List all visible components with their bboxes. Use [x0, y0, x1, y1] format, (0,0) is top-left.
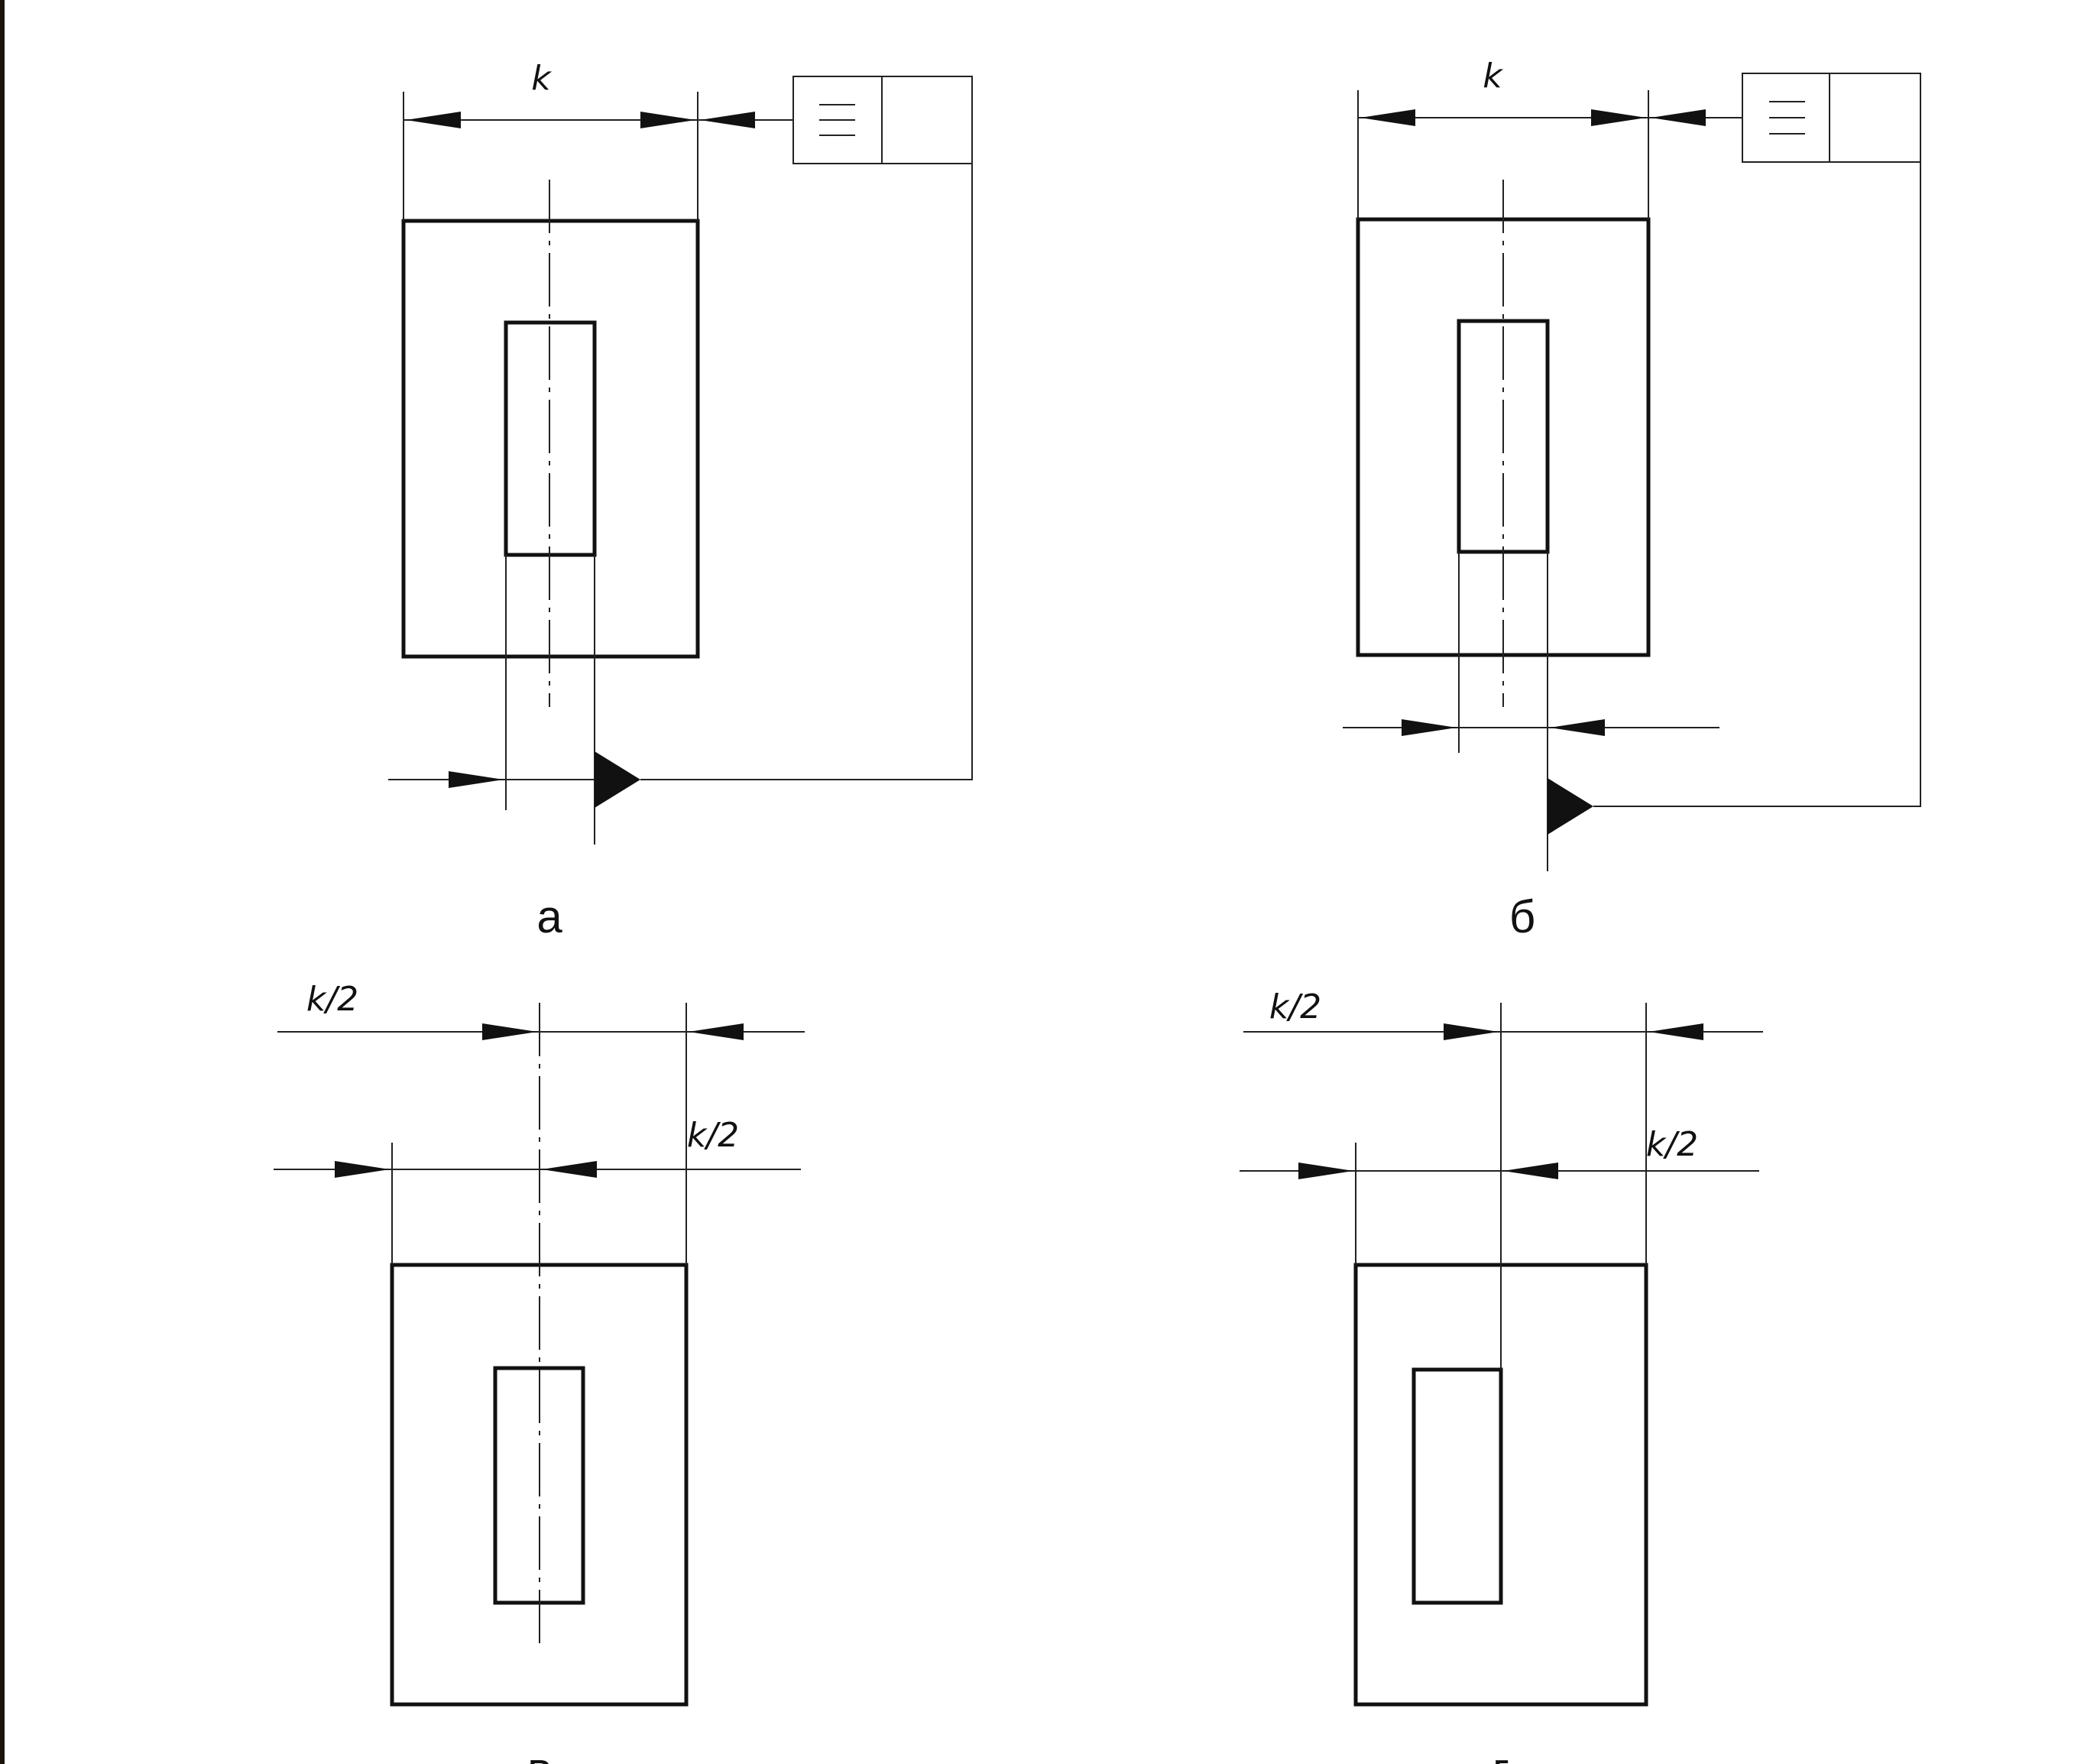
arrow-head	[542, 1161, 597, 1178]
caption-v: в	[527, 1743, 552, 1764]
panel-b: k б	[1343, 57, 1921, 942]
caption-g: г	[1493, 1743, 1509, 1764]
arrow-head	[1360, 109, 1415, 126]
arrow-head	[1503, 1162, 1558, 1179]
dimension-label-k: k	[1483, 57, 1503, 96]
dimension-label-half-k: k/2	[1646, 1125, 1698, 1164]
arrow-head	[1444, 1023, 1499, 1040]
slot	[1412, 1367, 1503, 1605]
arrow-head	[1402, 719, 1457, 736]
arrow-head	[449, 771, 504, 788]
tolerance-frame	[1742, 73, 1921, 163]
caption-b: б	[1509, 891, 1535, 942]
dimension-label-k: k	[531, 59, 552, 98]
datum-triangle	[1548, 778, 1593, 835]
caption-a: а	[536, 891, 562, 942]
arrow-head	[1651, 109, 1706, 126]
arrow-head	[640, 112, 695, 128]
tolerance-frame	[792, 76, 973, 164]
dimension-label-half-k: k/2	[306, 980, 358, 1019]
flatness-symbol-icon	[1769, 101, 1805, 135]
arrow-head	[1550, 719, 1605, 736]
arrow-head	[1591, 109, 1646, 126]
arrow-head	[482, 1023, 537, 1040]
leader-line	[640, 164, 973, 780]
flatness-symbol-icon	[819, 104, 855, 136]
arrow-head	[689, 1023, 744, 1040]
arrow-head	[406, 112, 461, 128]
outer-plate	[401, 219, 700, 659]
scan-edge	[0, 0, 5, 1764]
arrow-head	[335, 1161, 390, 1178]
arrow-head	[700, 112, 755, 128]
dimension-label-half-k: k/2	[1269, 987, 1321, 1026]
datum-triangle	[595, 751, 640, 808]
arrow-head	[1648, 1023, 1703, 1040]
panel-v: k/2 k/2 в	[274, 980, 805, 1764]
panel-a: k а	[388, 59, 973, 942]
leader-line	[1593, 162, 1921, 807]
arrow-head	[1298, 1162, 1353, 1179]
panel-g: k/2 k/2 г	[1240, 987, 1763, 1764]
dimension-label-half-k: k/2	[687, 1116, 739, 1155]
